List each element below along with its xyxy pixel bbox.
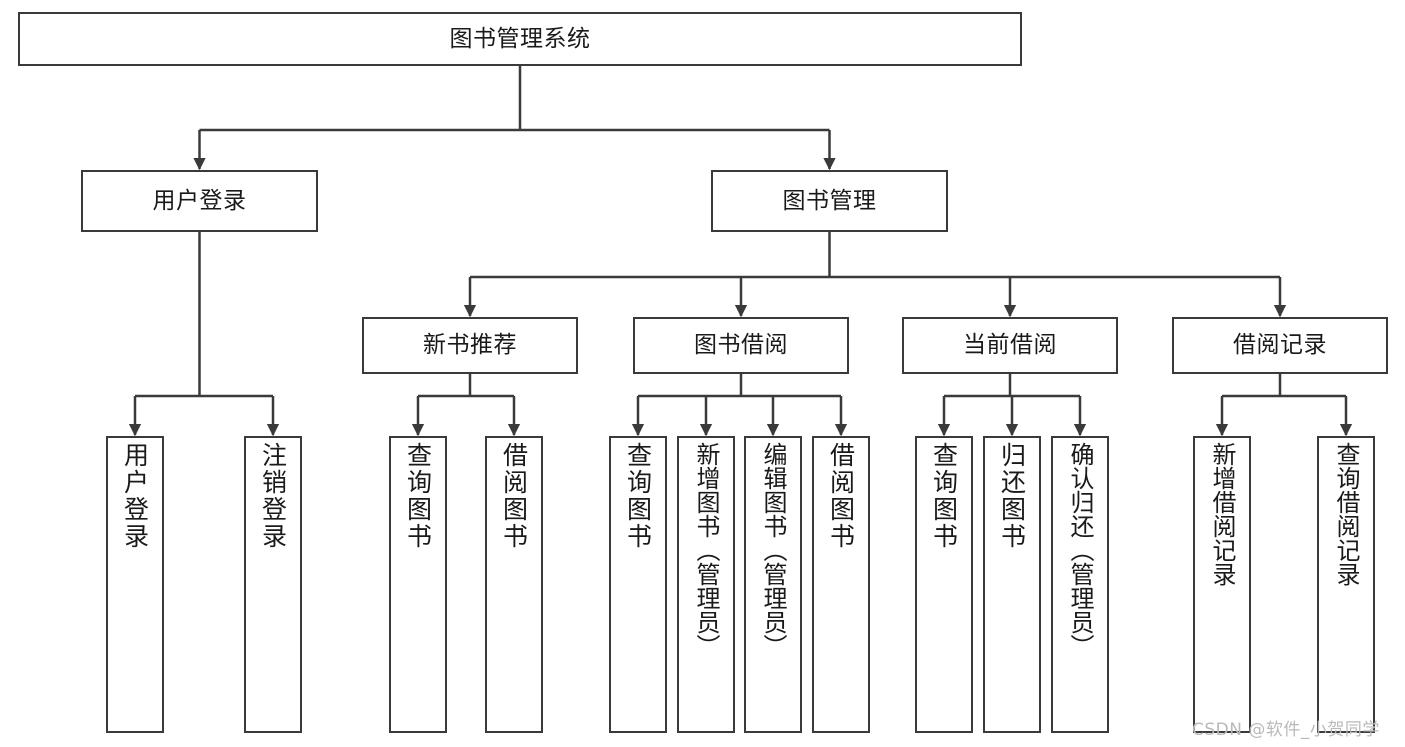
node-borrow-record[interactable]: 借阅记录 [1172,317,1388,374]
node-label: 借阅图书 [499,442,529,550]
node-label: 注销登录 [258,442,288,550]
node-label: 查询图书 [623,442,653,550]
node-leaf-bb-borrow[interactable]: 借阅图书 [812,436,870,733]
node-leaf-bb-query[interactable]: 查询图书 [609,436,667,733]
node-label: 查询图书 [929,442,959,550]
node-label: 编辑图书（管理员） [759,442,787,658]
node-leaf-br-query[interactable]: 查询借阅记录 [1317,436,1375,733]
node-root[interactable]: 图书管理系统 [18,12,1022,66]
node-label: 用户登录 [152,187,247,214]
node-leaf-bb-edit[interactable]: 编辑图书（管理员） [744,436,802,733]
node-label: 图书管理系统 [449,25,591,52]
node-label: 归还图书 [997,442,1027,550]
node-label: 新增图书（管理员） [692,442,720,658]
node-leaf-cb-return[interactable]: 归还图书 [983,436,1041,733]
node-leaf-bb-add[interactable]: 新增图书（管理员） [677,436,735,733]
node-leaf-user-login[interactable]: 用户登录 [106,436,164,733]
node-book-borrow[interactable]: 图书借阅 [633,317,849,374]
node-label: 查询图书 [403,442,433,550]
node-leaf-rec-borrow[interactable]: 借阅图书 [485,436,543,733]
node-label: 借阅图书 [826,442,856,550]
node-label: 用户登录 [120,442,150,550]
node-new-book-rec[interactable]: 新书推荐 [362,317,578,374]
node-label: 新书推荐 [423,332,517,359]
node-leaf-logout[interactable]: 注销登录 [244,436,302,733]
node-label: 确认归还（管理员） [1066,442,1094,658]
node-current-borrow[interactable]: 当前借阅 [902,317,1118,374]
node-leaf-br-add[interactable]: 新增借阅记录 [1193,436,1251,733]
node-label: 查询借阅记录 [1332,442,1360,586]
node-label: 图书借阅 [694,332,788,359]
node-user-login[interactable]: 用户登录 [81,170,318,232]
node-label: 借阅记录 [1233,332,1327,359]
node-book-manage[interactable]: 图书管理 [711,170,948,232]
node-leaf-cb-confirm[interactable]: 确认归还（管理员） [1051,436,1109,733]
node-label: 图书管理 [782,187,877,214]
node-leaf-rec-query[interactable]: 查询图书 [389,436,447,733]
node-leaf-cb-query[interactable]: 查询图书 [915,436,973,733]
node-label: 当前借阅 [963,332,1057,359]
csdn-watermark: CSDN @软件_小贺同学 [1192,720,1380,740]
node-label: 新增借阅记录 [1208,442,1236,586]
